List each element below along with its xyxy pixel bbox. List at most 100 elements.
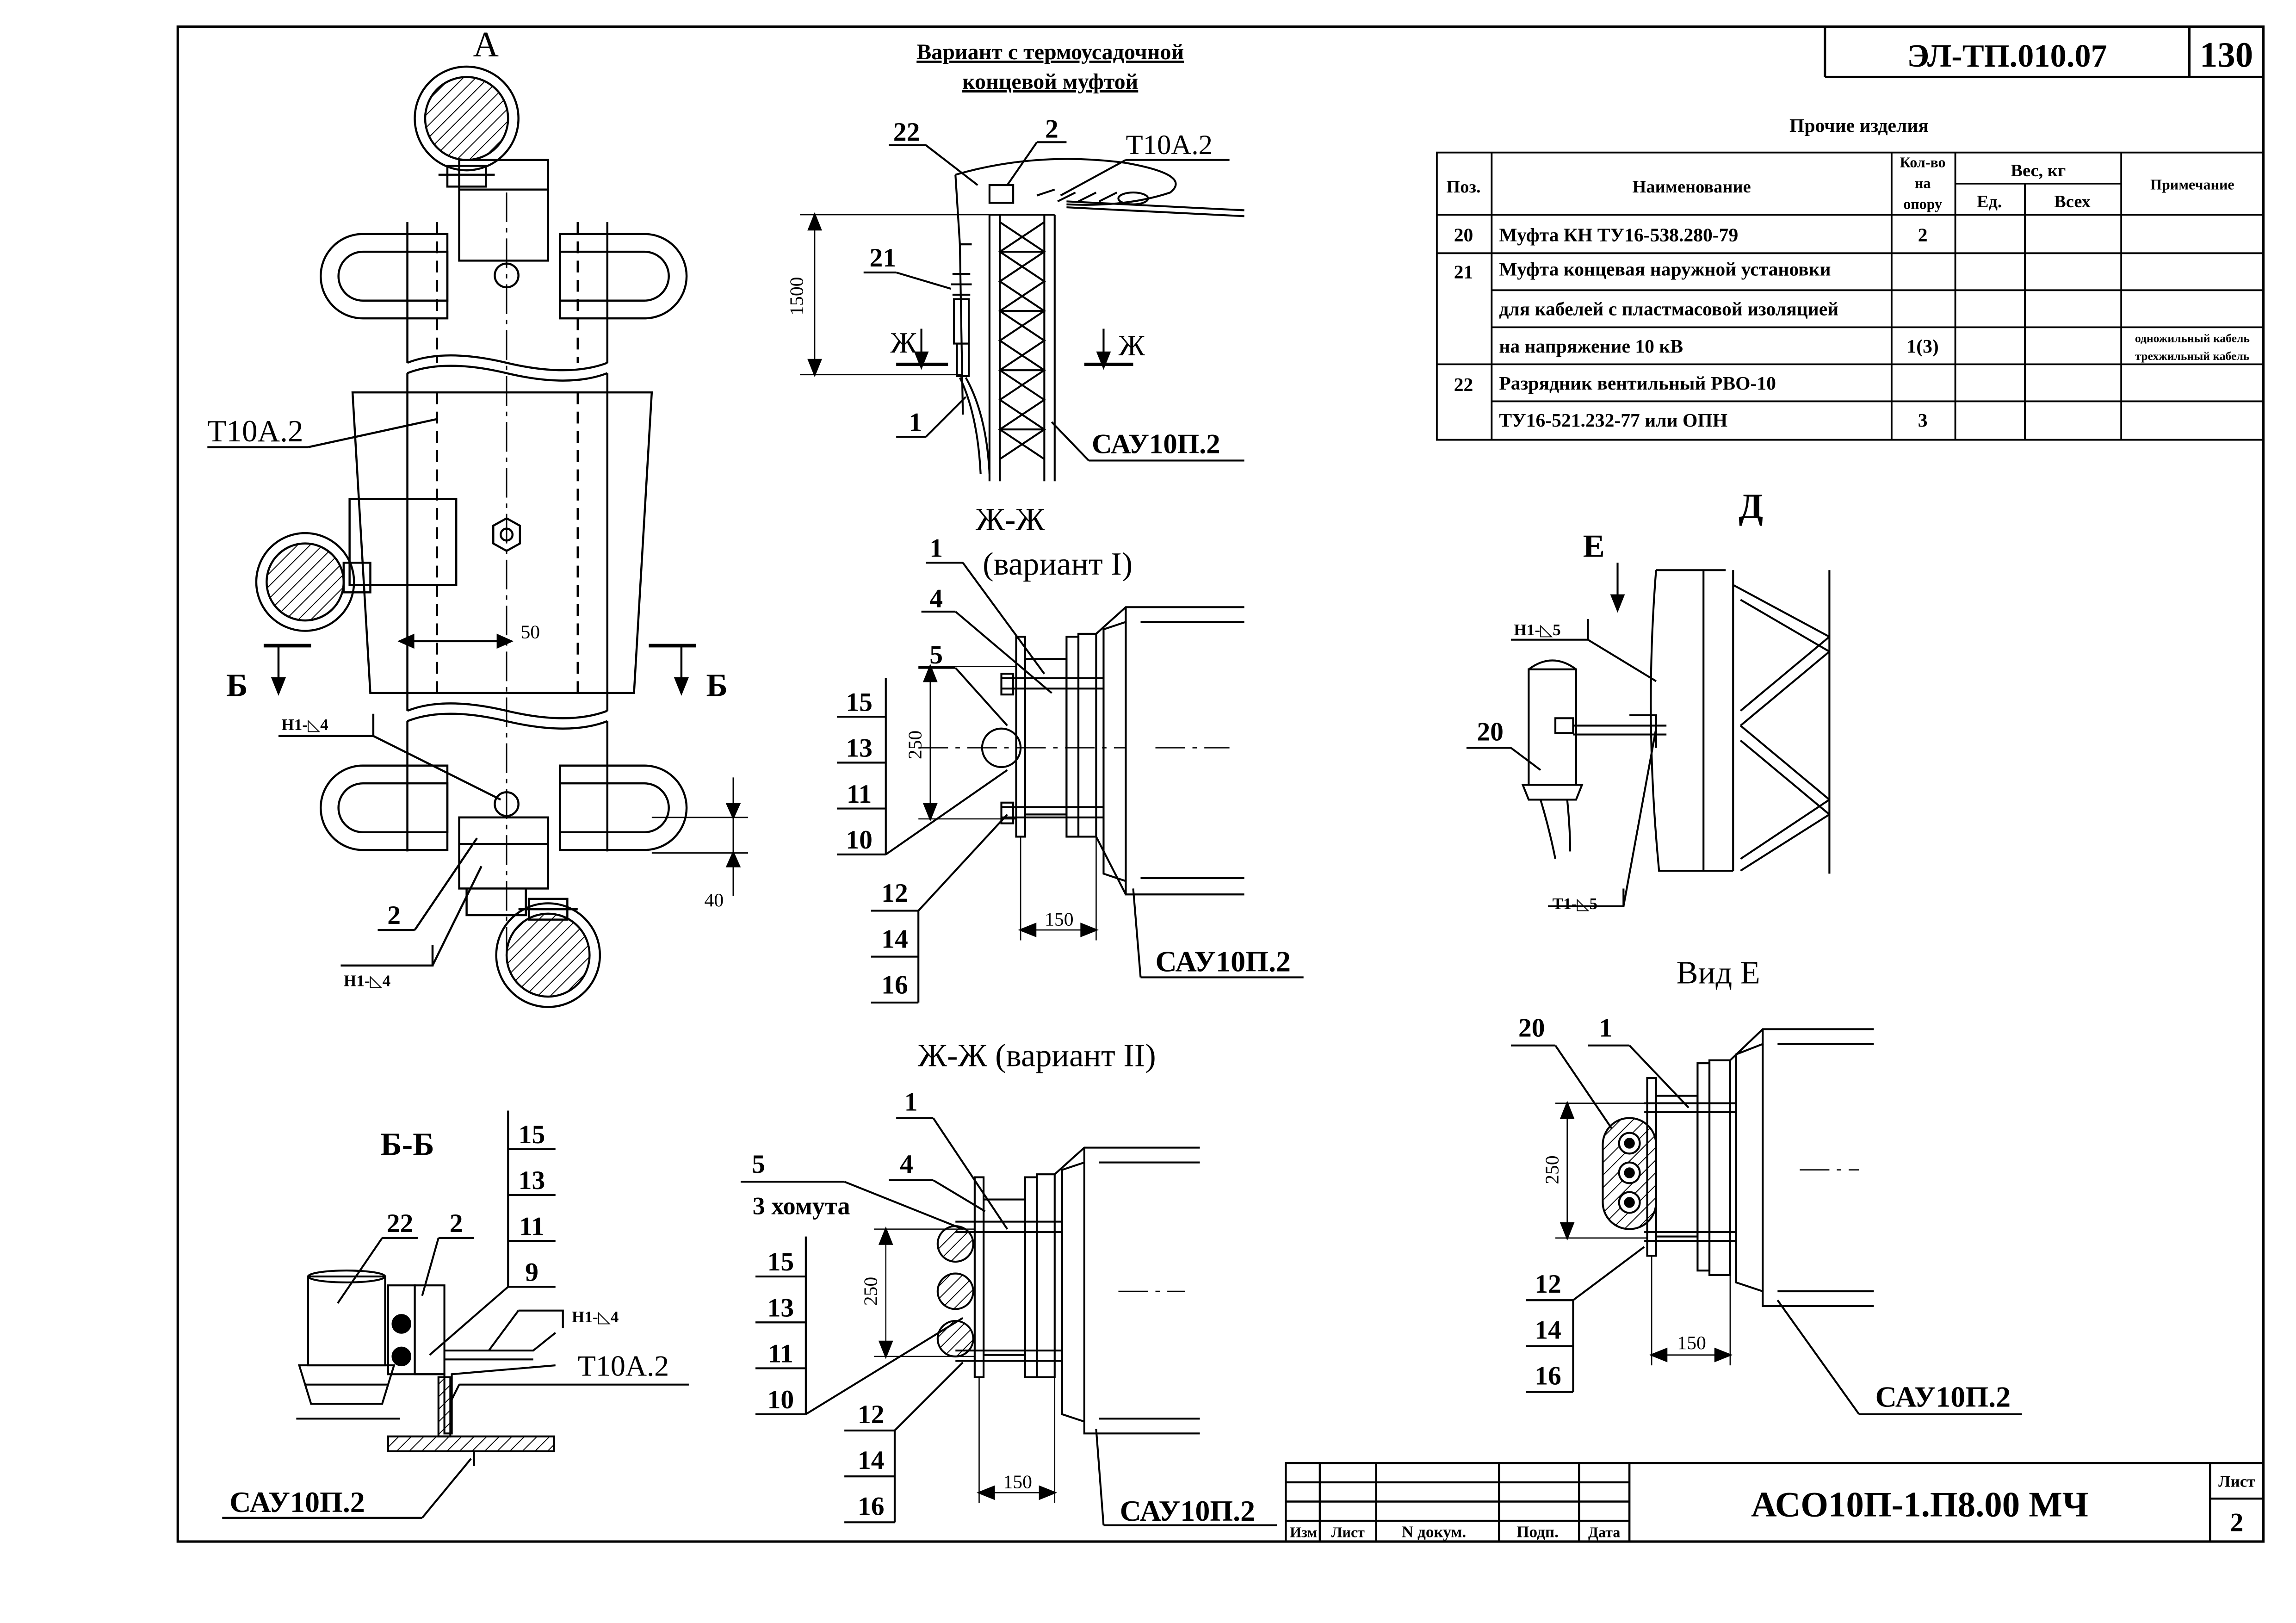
table-row: 22 Разрядник вентильный РВО-10 (1454, 373, 1776, 396)
list-number: 2 (2230, 1508, 2244, 1537)
sheet-frame (176, 25, 2265, 1543)
svg-text:трехжильный кабель: трехжильный кабель (2135, 349, 2249, 363)
zh2-dim-250: 250 (860, 1277, 882, 1306)
variant-sau-label: САУ10П.2 (1092, 428, 1220, 459)
vid-e-stack-14: 14 (1535, 1315, 1561, 1344)
svg-text:1(3): 1(3) (1906, 336, 1938, 357)
parts-table-caption: Прочие изделия (1789, 115, 1929, 136)
d-title: Д (1739, 487, 1763, 526)
view-a-t10-label: Т10А.2 (207, 414, 303, 448)
svg-text:на напряжение 10 кВ: на напряжение 10 кВ (1499, 336, 1683, 357)
svg-text:20: 20 (1454, 225, 1473, 246)
zh2-pos-1: 1 (904, 1088, 918, 1117)
header-pos: Поз. (1446, 177, 1480, 197)
svg-text:22: 22 (1454, 374, 1473, 396)
stamp-col-list: Лист (1331, 1524, 1365, 1540)
view-zh-variant-1: Ж-Ж (вариант I) (837, 502, 1304, 1004)
vid-e-sau-label: САУ10П.2 (1875, 1381, 2011, 1413)
zh1-dim-150: 150 (1045, 909, 1073, 930)
bb-stack-15: 15 (519, 1120, 545, 1149)
d-pos-20: 20 (1477, 717, 1504, 746)
sheet-code: ЭЛ-ТП.010.07 (1907, 38, 2107, 74)
svg-text:3: 3 (1918, 410, 1928, 431)
list-label: Лист (2218, 1473, 2255, 1491)
variant-pos-2: 2 (1045, 115, 1058, 144)
zh2-stack-14: 14 (858, 1446, 885, 1475)
zh2-sau-label: САУ10П.2 (1120, 1494, 1256, 1527)
view-a-dim-50: 50 (520, 622, 540, 643)
zh1-title-1: Ж-Ж (976, 502, 1046, 538)
zh2-pos-4: 4 (900, 1150, 913, 1179)
variant-cut-left: Ж (890, 326, 917, 359)
variant-dim-1500: 1500 (786, 277, 807, 316)
zh2-stack-16: 16 (858, 1492, 885, 1521)
bb-title: Б-Б (380, 1127, 434, 1163)
vid-e-stack-16: 16 (1535, 1362, 1561, 1391)
table-row: 21 Муфта концевая наружной установки (1454, 259, 1831, 283)
svg-text:Муфта КН ТУ16-538.280-79: Муфта КН ТУ16-538.280-79 (1499, 225, 1738, 246)
document-title: АСО10П-1.П8.00 МЧ (1751, 1485, 2088, 1524)
view-bb: Б-Б (222, 1110, 689, 1519)
d-weld-top: Н1-◺5 (1514, 621, 1560, 639)
title-block: Изм Лист N докум. Подп. Дата АСО10П-1.П8… (1285, 1462, 2265, 1543)
zh1-pos-1: 1 (929, 533, 943, 563)
stamp-col-sign: Подп. (1516, 1523, 1559, 1541)
view-a-b-right: Б (706, 667, 728, 703)
header-qty-3: опору (1903, 195, 1942, 212)
zh2-dim-150: 150 (1003, 1472, 1032, 1493)
bb-stack-9: 9 (525, 1258, 538, 1287)
variant-title-1: Вариант с термоусадочной (916, 40, 1184, 64)
view-a-weld-bottom: Н1-◺4 (344, 972, 390, 990)
stamp-col-doc: N докум. (1402, 1523, 1466, 1541)
zh2-pos-5: 5 (752, 1150, 765, 1179)
table-row: ТУ16-521.232-77 или ОПН 3 (1499, 410, 1927, 431)
view-vid-e: Вид Е (1510, 954, 2022, 1415)
bb-stack-13: 13 (519, 1166, 545, 1195)
view-d: Д Е (1466, 487, 1831, 913)
view-zh-variant-2: Ж-Ж (вариант II) (740, 1038, 1277, 1527)
view-a-dim-40: 40 (705, 890, 724, 911)
d-weld-bottom: Т1-◺5 (1553, 895, 1598, 913)
vid-e-dim-250: 250 (1541, 1155, 1563, 1184)
variant-title-2: концевой муфтой (962, 69, 1138, 94)
zh1-pos-5: 5 (929, 640, 943, 669)
page-number: 130 (2200, 35, 2253, 74)
zh1-stack-13: 13 (846, 734, 873, 763)
svg-text:ТУ16-521.232-77 или ОПН: ТУ16-521.232-77 или ОПН (1499, 410, 1727, 431)
svg-text:21: 21 (1454, 262, 1473, 283)
zh1-title-2: (вариант I) (983, 546, 1133, 582)
stamp-col-date: Дата (1588, 1524, 1620, 1540)
svg-text:Разрядник вентильный РВО-10: Разрядник вентильный РВО-10 (1499, 373, 1776, 394)
bb-pos-2: 2 (450, 1209, 463, 1238)
variant-pos-22: 22 (893, 118, 920, 147)
table-row: 20 Муфта КН ТУ16-538.280-79 2 (1454, 225, 1928, 246)
header-unit: Ед. (1977, 192, 2002, 211)
svg-text:одножильный кабель: одножильный кабель (2135, 331, 2250, 345)
header-total: Всех (2054, 192, 2091, 211)
zh2-stack-12: 12 (858, 1400, 885, 1429)
zh1-dim-250: 250 (905, 731, 926, 759)
view-a-title: А (473, 25, 498, 64)
zh1-stack-16: 16 (881, 971, 908, 1000)
header-name: Наименование (1633, 177, 1751, 197)
view-variant-heat-shrink: Вариант с термоусадочной концевой муфтой (786, 40, 1244, 482)
zh2-stack-15: 15 (767, 1247, 794, 1276)
stamp-col-izm: Изм (1290, 1524, 1317, 1540)
view-a-b-left: Б (226, 667, 248, 703)
variant-pos-21: 21 (870, 243, 897, 273)
d-e-label: Е (1583, 528, 1605, 564)
zh2-stack-10: 10 (767, 1385, 794, 1414)
table-row: для кабелей с пластмасовой изоляцией (1499, 299, 1838, 320)
vid-e-dim-150: 150 (1677, 1332, 1706, 1354)
svg-text:Муфта концевая наружной устано: Муфта концевая наружной установки (1499, 259, 1831, 280)
view-a-pos-2: 2 (387, 901, 401, 930)
vid-e-title: Вид Е (1677, 954, 1760, 991)
bb-stack-11: 11 (519, 1212, 544, 1241)
zh1-stack-14: 14 (881, 924, 908, 954)
svg-text:2: 2 (1918, 225, 1928, 246)
variant-t10-label: Т10А.2 (1126, 130, 1213, 161)
zh2-title: Ж-Ж (вариант II) (918, 1038, 1156, 1074)
vid-e-pos-20: 20 (1518, 1014, 1545, 1043)
zh2-stack-11: 11 (768, 1339, 793, 1369)
